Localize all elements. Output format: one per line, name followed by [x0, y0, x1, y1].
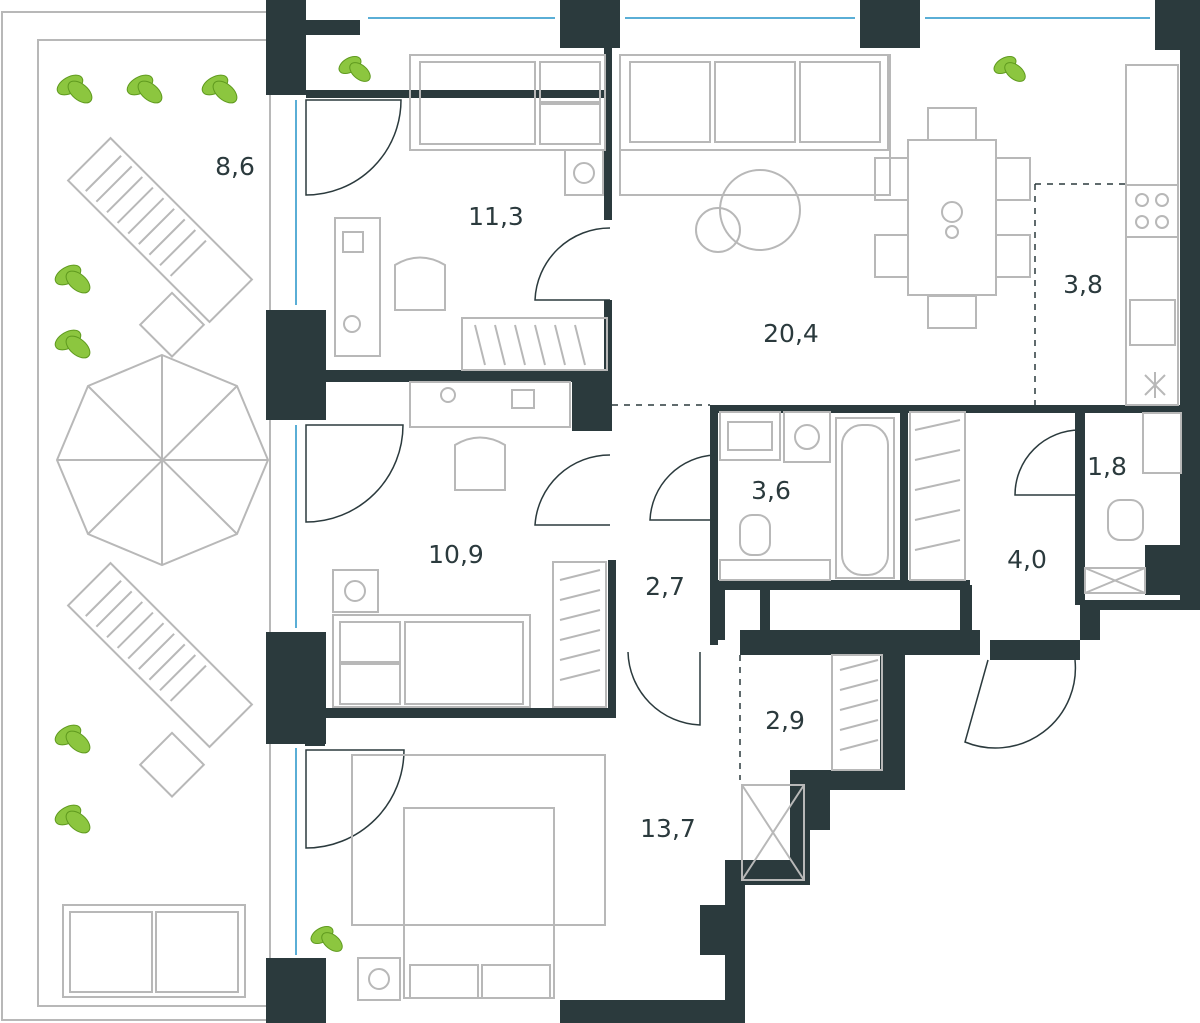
- windows: [295, 17, 1150, 955]
- exterior-walls: [266, 0, 1200, 1023]
- plant-icon: [310, 925, 343, 952]
- plants: [54, 55, 1026, 952]
- bedroom-2-area-label: 10,9: [428, 540, 484, 569]
- kitchen-area-label: 3,8: [1063, 270, 1103, 299]
- bedroom-3-area-label: 13,7: [640, 814, 696, 843]
- plant-icon: [993, 55, 1026, 82]
- interior-walls: [305, 40, 1185, 746]
- bedroom-1-area-label: 11,3: [468, 202, 524, 231]
- bathroom-area-label: 3,6: [751, 476, 791, 505]
- storage-area-label: 2,9: [765, 706, 805, 735]
- plant-icon: [201, 74, 238, 104]
- terrace-outline: [1, 11, 271, 1021]
- terrace-area-label: 8,6: [215, 152, 255, 181]
- corridor-area-label: 2,7: [645, 572, 685, 601]
- plant-icon: [54, 724, 91, 754]
- plant-icon: [54, 804, 91, 834]
- plant-icon: [54, 329, 91, 359]
- furniture: [55, 54, 1182, 1001]
- doors: [305, 99, 1081, 849]
- living-room-area-label: 20,4: [763, 319, 819, 348]
- wc-area-label: 1,8: [1087, 452, 1127, 481]
- room-area-labels: 8,6 11,3 20,4 3,8 10,9 3,6 2,7 1,8 4,0 2…: [215, 152, 1127, 843]
- plant-icon: [54, 264, 91, 294]
- plant-icon: [56, 74, 93, 104]
- zone-divider-lines: [612, 183, 1125, 780]
- plant-icon: [126, 74, 163, 104]
- plant-icon: [338, 55, 371, 82]
- hall-area-label: 4,0: [1007, 545, 1047, 574]
